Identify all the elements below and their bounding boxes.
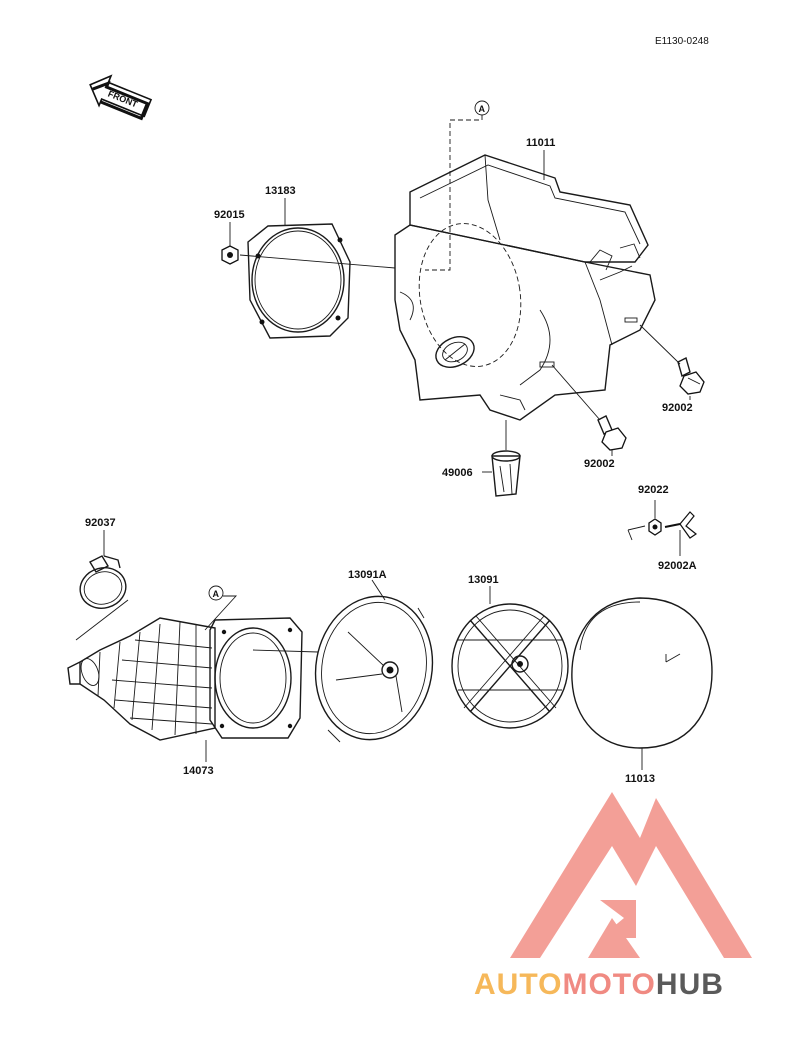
front-arrow-icon: FRONT xyxy=(89,74,153,121)
element-back-plate-13091A xyxy=(314,595,434,743)
label-14073: 14073 xyxy=(183,765,214,777)
marker-a-top-letter: A xyxy=(479,104,486,114)
label-92002A: 92002A xyxy=(658,560,697,572)
automotohub-logo xyxy=(510,792,752,958)
label-11011: 11011 xyxy=(526,137,555,149)
label-13091A: 13091A xyxy=(348,569,387,581)
air-filter-11013 xyxy=(571,597,713,749)
drain-cap-49006 xyxy=(491,450,521,497)
watermark-hub: HUB xyxy=(656,968,724,1001)
air-box-housing xyxy=(394,154,656,421)
watermark-moto: MOTO xyxy=(562,968,655,1001)
label-13183: 13183 xyxy=(265,185,296,197)
bolt-92002-right xyxy=(677,356,705,395)
label-92022: 92022 xyxy=(638,484,669,496)
label-92037: 92037 xyxy=(85,517,116,529)
watermark-text: AUTOMOTOHUB xyxy=(474,968,724,1001)
watermark-auto: AUTO xyxy=(474,968,562,1001)
intake-duct-14073 xyxy=(67,617,303,741)
diagram-reference-code: E1130-0248 xyxy=(655,36,709,47)
gasket-13183 xyxy=(247,223,351,339)
label-11013: 11013 xyxy=(625,773,655,785)
nut-92022 xyxy=(648,518,662,536)
element-cage-13091 xyxy=(451,603,569,729)
clamp-92037 xyxy=(79,555,127,609)
marker-a-lower-letter: A xyxy=(213,589,220,599)
label-92015: 92015 xyxy=(214,209,245,221)
nut-92015 xyxy=(221,245,239,265)
label-13091: 13091 xyxy=(468,574,499,586)
label-92002-right: 92002 xyxy=(662,402,693,414)
label-49006: 49006 xyxy=(442,467,473,479)
wing-bolt-92002A xyxy=(664,511,698,539)
label-92002-center: 92002 xyxy=(584,458,615,470)
marker-a-lower xyxy=(208,585,224,601)
bolt-92002-center xyxy=(597,415,627,451)
